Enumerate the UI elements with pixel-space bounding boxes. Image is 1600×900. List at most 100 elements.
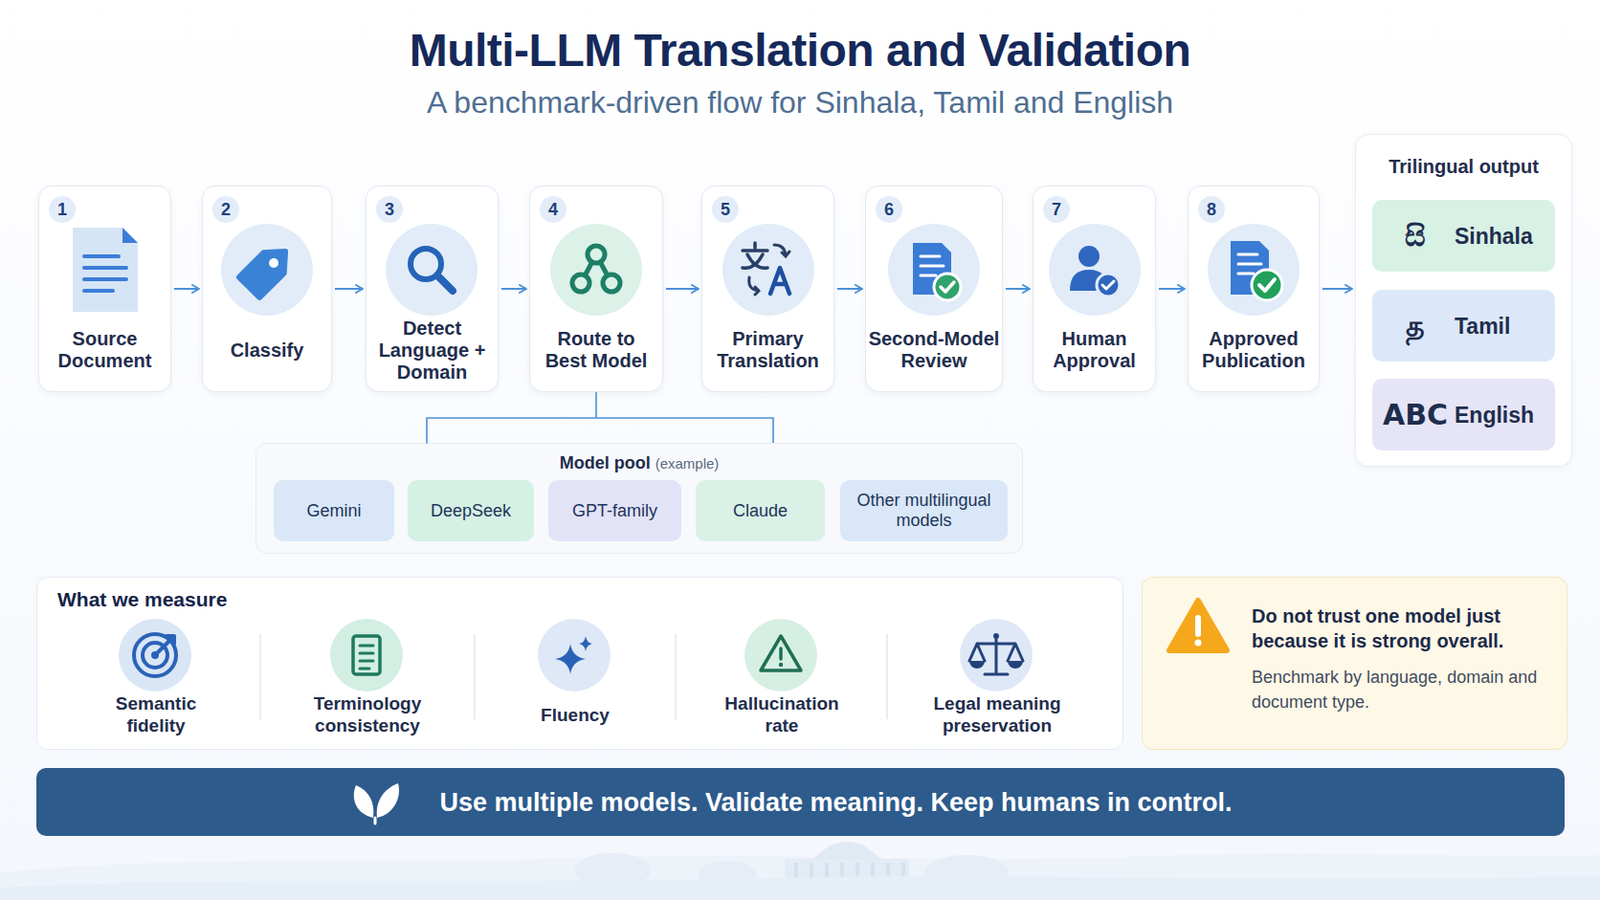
hallucination-icon — [744, 619, 818, 692]
warning-icon — [1195, 640, 1202, 647]
metric-item: Legal meaning preservation — [906, 616, 1089, 741]
skyline-decoration — [813, 842, 881, 860]
panel-note: (example) — [655, 455, 720, 472]
review-icon — [912, 243, 952, 295]
step-label: Source Document — [39, 318, 171, 382]
step-number: 5 — [711, 196, 739, 223]
review-icon — [933, 273, 961, 301]
leaf-icon — [374, 818, 378, 824]
step-label: Primary Translation — [702, 318, 834, 382]
step-number: 6 — [875, 196, 903, 223]
metric-label: Hallucination rate — [690, 692, 873, 737]
terminology-icon — [330, 619, 403, 692]
scales-icon — [959, 619, 1033, 692]
hallucination-icon — [760, 636, 801, 671]
warning-box: Do not trust one model just because it i… — [1141, 577, 1568, 751]
language-box: தTamil — [1372, 289, 1556, 362]
step-label: Route to Best Model — [530, 318, 663, 382]
translate-icon — [774, 244, 790, 257]
panel-title: Model pool — [559, 453, 651, 473]
process-box: 2Classify — [201, 185, 333, 393]
scales-icon — [969, 636, 1023, 675]
approval-icon — [1048, 223, 1141, 316]
metric-label: Legal meaning preservation — [906, 692, 1089, 737]
slogan-banner: Use multiple models. Validate meaning. K… — [36, 768, 1565, 837]
diagram-caption: A benchmark-driven flow for Sinhala, Tam… — [0, 83, 1600, 122]
router-icon — [550, 223, 643, 316]
warning-icon — [1195, 618, 1201, 635]
language-label: Sinhala — [1454, 200, 1552, 272]
model-chip: DeepSeek — [407, 480, 534, 542]
tag-icon — [221, 223, 313, 316]
approval-icon — [1078, 245, 1100, 267]
step-label: Second-Model Review — [866, 318, 1002, 382]
publication-icon — [1207, 223, 1300, 316]
router-icon — [587, 245, 605, 264]
search-icon — [385, 223, 478, 316]
leaf-icon — [354, 783, 400, 824]
output-panel: Trilingual outputසිSinhalaதTamilABCEngli… — [1355, 133, 1573, 467]
document-icon — [72, 227, 138, 312]
model-chip: Other multilingual models — [840, 480, 1008, 542]
leaf-icon — [354, 785, 375, 819]
banner-text: Use multiple models. Validate meaning. K… — [36, 768, 1565, 837]
metric-item: Fluency — [484, 616, 667, 741]
model-chip: Claude — [695, 480, 825, 542]
scales-icon — [969, 661, 1023, 669]
publication-icon — [1207, 223, 1300, 316]
diagram-title: Multi-LLM Translation and Validation — [0, 22, 1600, 80]
skyline-decoration — [0, 853, 1600, 900]
scales-icon — [959, 619, 1033, 692]
review-icon — [920, 256, 944, 276]
step-number: 7 — [1043, 196, 1070, 223]
router-icon — [572, 274, 590, 292]
language-glyph: த — [1396, 289, 1435, 362]
translate-icon — [749, 277, 759, 295]
fluency-icon — [578, 636, 593, 652]
flow-arrow — [174, 288, 200, 290]
step-label: Detect Language + Domain — [366, 318, 498, 382]
terminology-icon — [359, 645, 374, 669]
metric-label: Fluency — [484, 692, 667, 737]
panel-title: Trilingual output — [1355, 154, 1572, 179]
target-icon — [118, 619, 192, 692]
hallucination-icon — [744, 619, 818, 692]
translate-icon — [722, 223, 815, 316]
target-icon — [118, 619, 192, 692]
language-box: ABCEnglish — [1372, 378, 1556, 451]
flow-arrow — [666, 288, 699, 290]
fluency-icon — [555, 644, 586, 675]
tag-icon — [266, 256, 281, 270]
review-icon — [940, 282, 955, 292]
review-icon — [888, 223, 980, 316]
target-icon — [133, 634, 177, 677]
model-name: Other multilingual models — [840, 480, 1008, 542]
metric-item: Hallucination rate — [690, 616, 873, 741]
skyline-decoration — [698, 861, 756, 889]
process-box: 6Second-Model Review — [865, 185, 1003, 393]
process-box: 1Source Document — [38, 185, 172, 393]
approval-icon — [1096, 273, 1120, 297]
model-pool-panel: Model pool(example)GeminiDeepSeekGPT-fam… — [255, 443, 1023, 555]
process-box: 4Route to Best Model — [529, 185, 664, 393]
tag-icon — [239, 241, 296, 298]
target-icon — [155, 636, 175, 656]
search-icon — [385, 223, 478, 316]
metric-label: Semantic fidelity — [65, 692, 247, 737]
router-icon — [602, 274, 621, 292]
model-name: DeepSeek — [407, 480, 534, 542]
warning-body: Benchmark by language, domain and docume… — [1251, 665, 1539, 715]
search-icon — [437, 275, 453, 291]
warning-heading: Do not trust one model just because it i… — [1251, 603, 1549, 654]
translate-icon — [742, 243, 768, 268]
publication-icon — [1251, 269, 1283, 301]
metric-label: Terminology consistency — [276, 692, 459, 737]
separator-line — [260, 634, 888, 720]
review-icon — [888, 223, 980, 316]
hallucination-icon — [778, 648, 783, 660]
model-name: Gemini — [273, 480, 395, 542]
leaf-icon — [377, 783, 400, 819]
step-number: 2 — [212, 196, 240, 223]
